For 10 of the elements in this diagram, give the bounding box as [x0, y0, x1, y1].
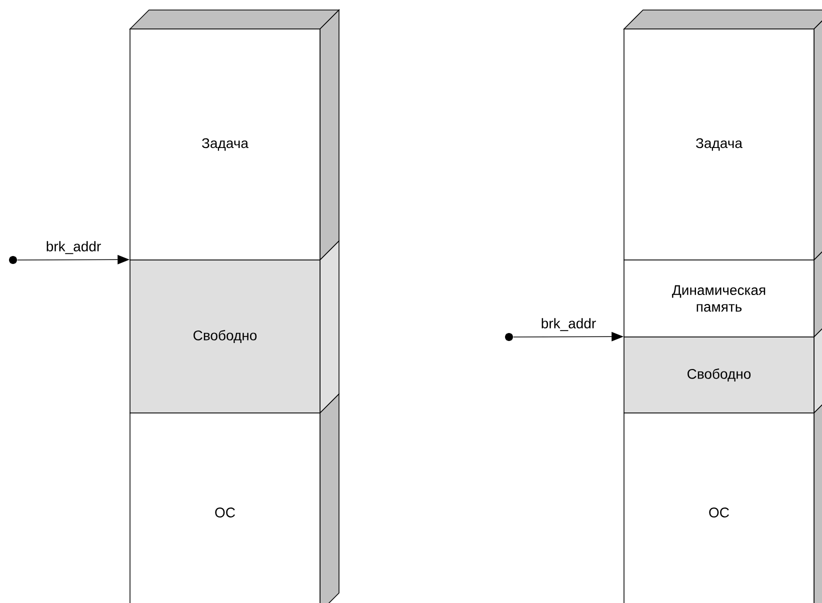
edge-label: brk_addr: [542, 318, 596, 332]
memory-block: Динамическая память: [624, 260, 814, 338]
free-memory-block: Свободно: [130, 260, 320, 414]
memory-block: ОС: [624, 412, 814, 603]
edge-label: brk_addr: [46, 241, 101, 254]
memory-block: ОС: [130, 412, 320, 603]
start-dot: [9, 256, 17, 264]
free-memory-block: Свободно: [624, 336, 814, 414]
memory-block: Задача: [130, 28, 320, 260]
start-dot: [505, 333, 513, 341]
